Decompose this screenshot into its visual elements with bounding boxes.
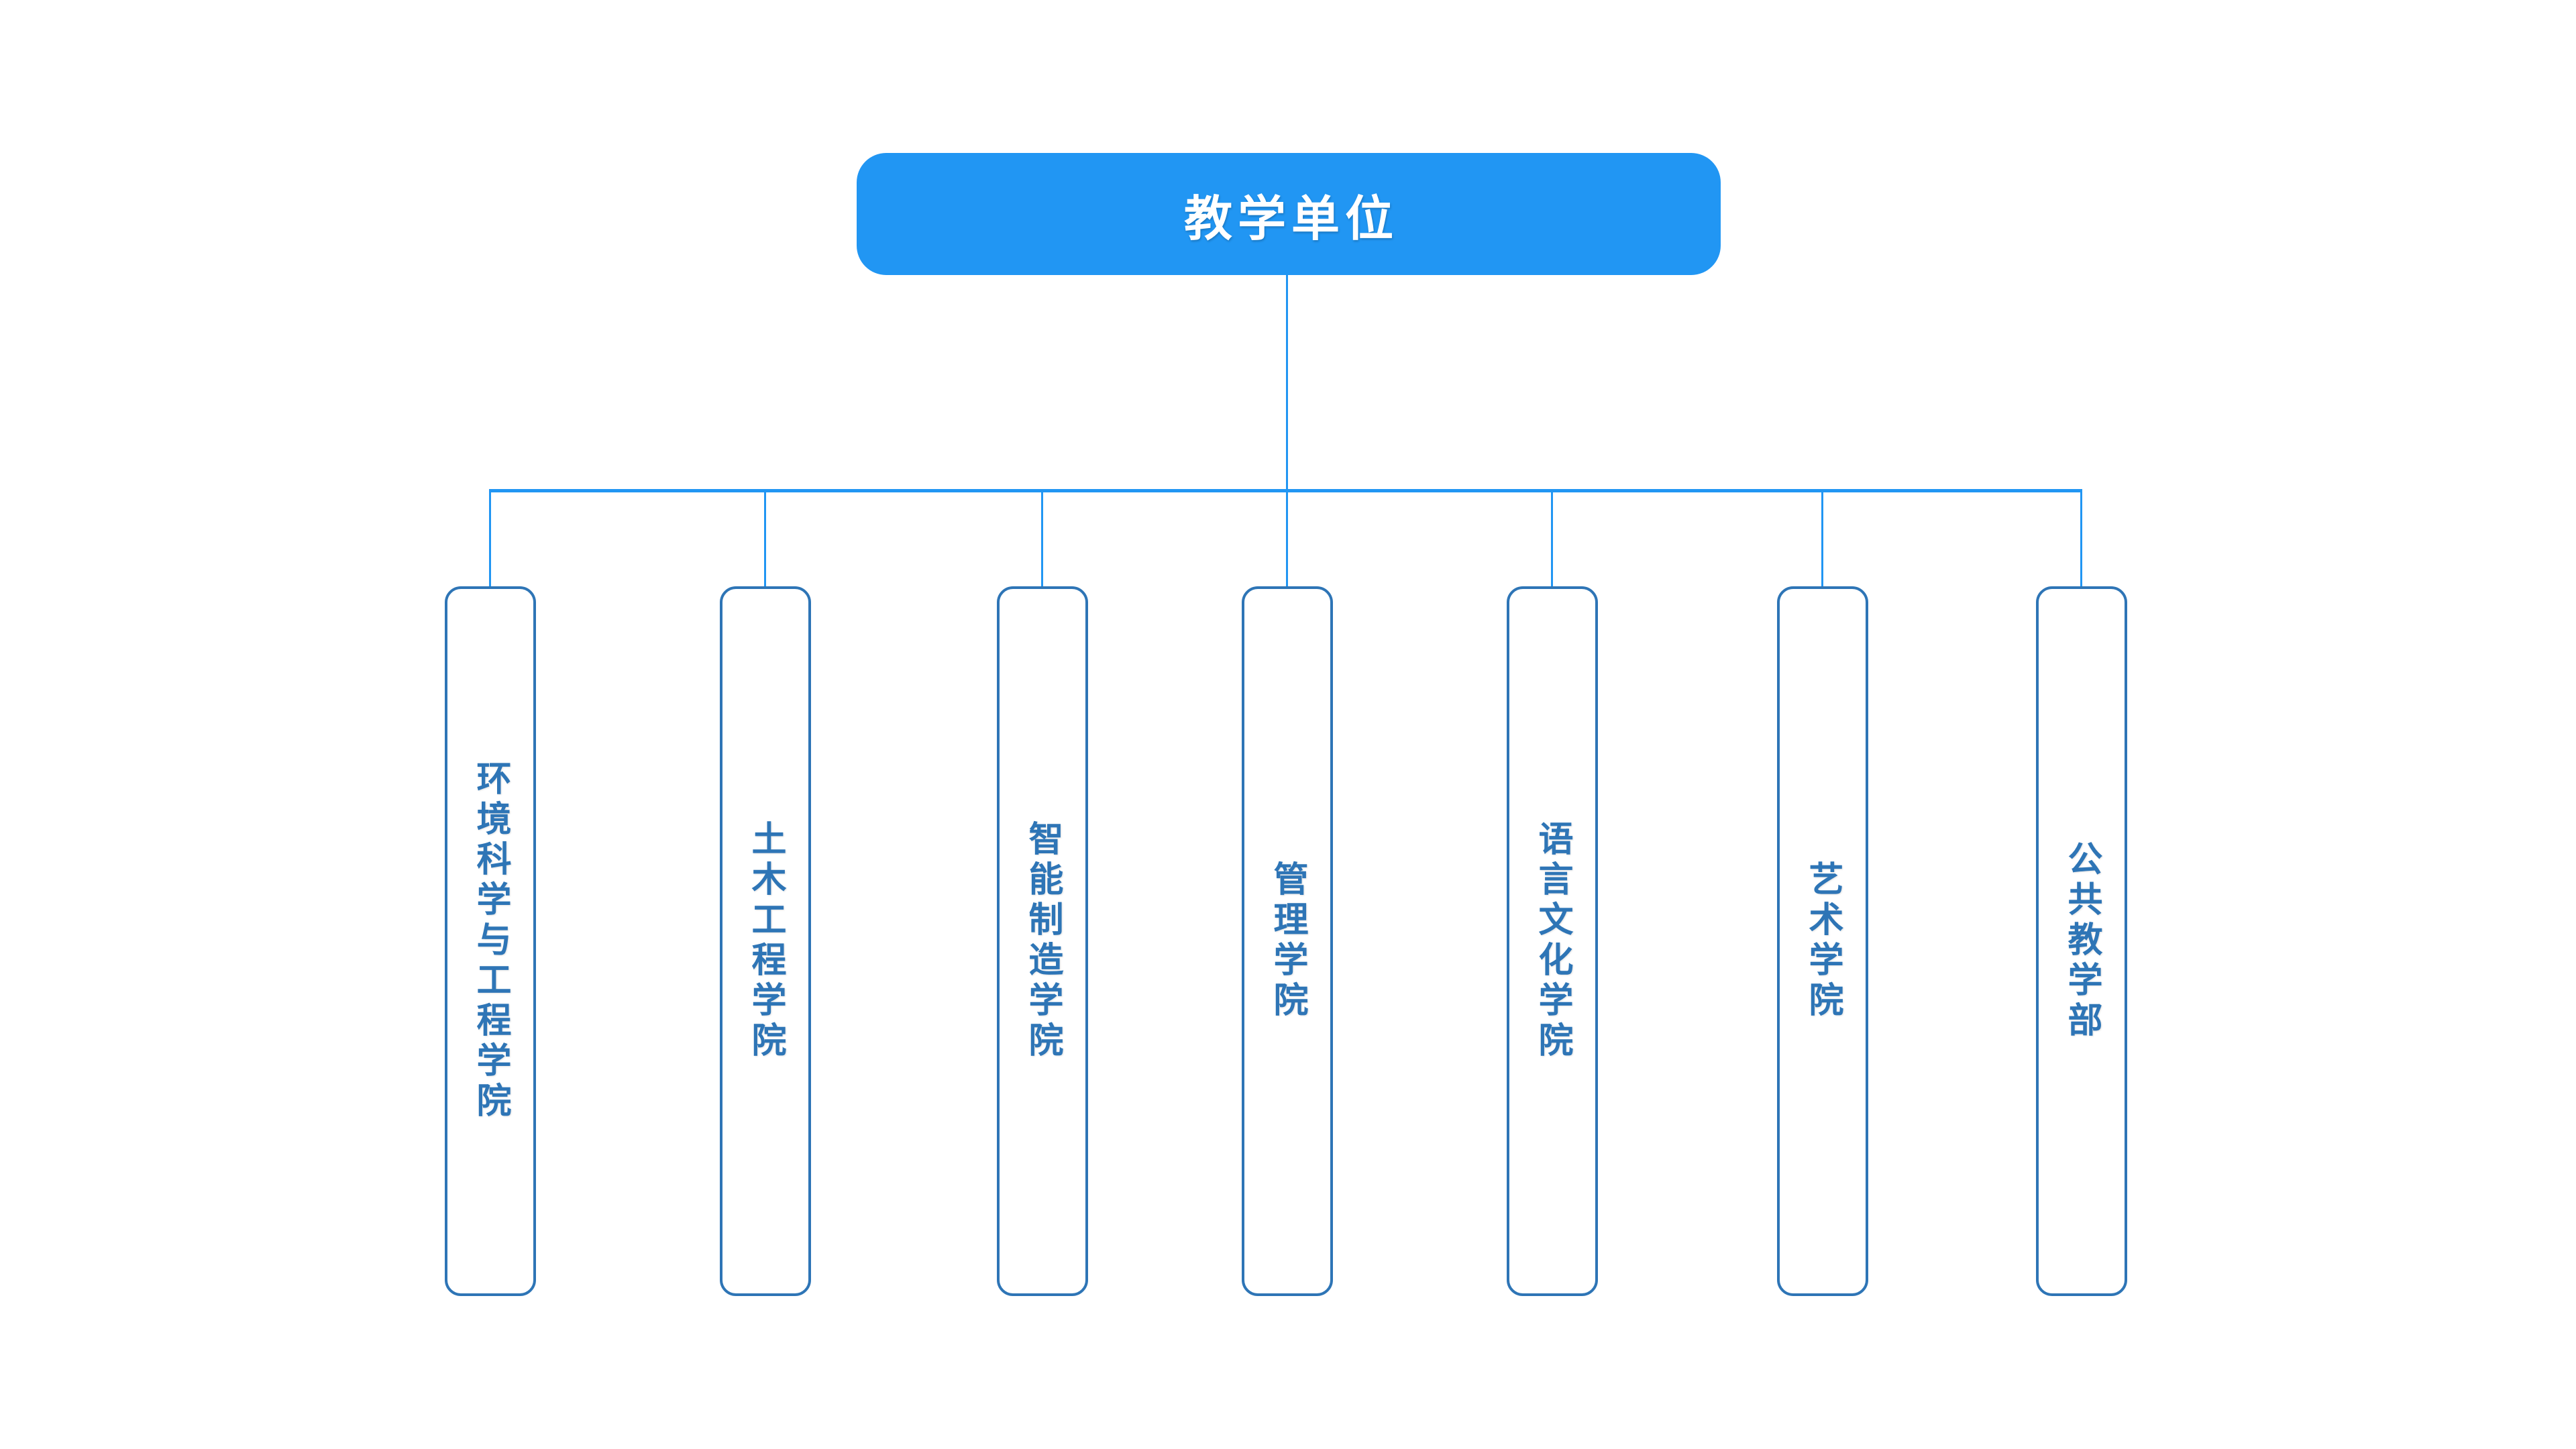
connector-drop-1	[489, 490, 491, 589]
connector-drop-6	[1821, 490, 1823, 589]
connector-drop-5	[1551, 490, 1553, 589]
child-node-label: 艺术学院	[1803, 861, 1842, 1022]
connector-drop-7	[2080, 490, 2082, 589]
child-node-3[interactable]: 智能制造学院	[997, 586, 1088, 1296]
child-node-label: 公共教学部	[2062, 841, 2101, 1042]
connector-drop-4	[1286, 490, 1288, 589]
connector-drop-3	[1041, 490, 1043, 589]
child-node-7[interactable]: 公共教学部	[2036, 586, 2127, 1296]
root-node-label: 教学单位	[1183, 192, 1399, 246]
child-node-label: 智能制造学院	[1023, 820, 1062, 1062]
root-node[interactable]: 教学单位	[857, 153, 1721, 275]
connector-root-stem	[1286, 275, 1288, 490]
child-node-label: 语言文化学院	[1533, 820, 1572, 1062]
child-node-1[interactable]: 环境科学与工程学院	[445, 586, 536, 1296]
child-node-2[interactable]: 土木工程学院	[720, 586, 811, 1296]
child-node-label: 管理学院	[1268, 861, 1307, 1022]
child-node-4[interactable]: 管理学院	[1242, 586, 1333, 1296]
connector-drop-2	[764, 490, 766, 589]
child-node-label: 环境科学与工程学院	[471, 760, 510, 1122]
child-node-label: 土木工程学院	[746, 820, 785, 1062]
connector-bus	[489, 489, 2082, 492]
child-node-6[interactable]: 艺术学院	[1777, 586, 1868, 1296]
child-node-5[interactable]: 语言文化学院	[1507, 586, 1598, 1296]
